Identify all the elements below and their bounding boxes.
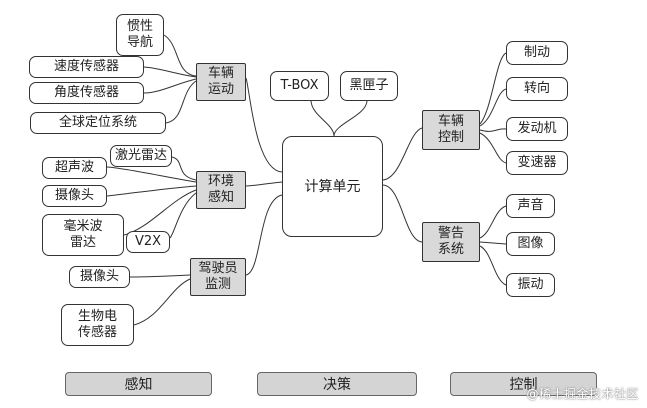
edge-center-driver	[245, 194, 283, 276]
alarm-system-node: 警告 系统	[422, 222, 480, 262]
edge-vc-steering	[479, 88, 507, 127]
vehicle-motion-node: 车辆 运动	[196, 63, 246, 101]
edge-env-v2x	[169, 192, 197, 239]
edge-center-vehicle-control	[382, 127, 423, 181]
edge-vm-gps	[165, 80, 197, 124]
lidar-node: 激光雷达	[110, 145, 172, 167]
edge-driver-camera	[129, 274, 191, 278]
edge-vc-brake	[479, 52, 507, 125]
computing-unit-node: 计算单元	[282, 136, 383, 237]
edge-center-blackbox	[333, 100, 368, 137]
edge-vm-inertial	[163, 34, 197, 77]
engine-node: 发动机	[506, 117, 568, 141]
edge-env-ultrasonic	[106, 166, 197, 183]
edge-vc-gearbox	[479, 132, 507, 164]
environment-camera-node: 摄像头	[42, 185, 107, 207]
bioelectric-sensor-node: 生物电 传感器	[61, 304, 134, 346]
vehicle-control-node: 车辆 控制	[422, 110, 480, 150]
driver-monitoring-node: 驾驶员 监测	[190, 258, 246, 296]
edge-vm-angle	[143, 78, 197, 94]
watermark: @稀土掘金技术社区	[526, 387, 639, 401]
blackbox-node: 黑匣子	[340, 71, 398, 101]
mmwave-radar-node: 毫米波 雷达	[42, 214, 124, 256]
environment-perception-node: 环境 感知	[196, 171, 246, 209]
gearbox-node: 变速器	[506, 151, 568, 175]
sound-node: 声音	[506, 194, 555, 218]
inertial-navigation-node: 惯性 导航	[116, 14, 164, 56]
angle-sensor-node: 角度传感器	[29, 82, 144, 104]
edge-vm-speed	[143, 66, 197, 78]
phase-decision: 决策	[257, 372, 417, 396]
image-node: 图像	[506, 232, 555, 256]
tbox-node: T-BOX	[270, 71, 329, 101]
ultrasonic-node: 超声波	[42, 157, 107, 179]
steering-node: 转向	[506, 77, 568, 101]
v2x-node: V2X	[126, 231, 170, 253]
edge-alarm-vibration	[479, 245, 507, 286]
edge-center-environment	[245, 181, 283, 187]
edge-driver-bio	[133, 278, 191, 326]
brake-node: 制动	[506, 41, 568, 65]
edge-vc-engine	[479, 128, 507, 132]
gps-node: 全球定位系统	[30, 112, 166, 134]
edge-center-vehicle-motion	[245, 77, 283, 173]
phase-control: 控制	[450, 372, 597, 396]
edge-alarm-sound	[479, 205, 507, 239]
edge-center-alarm	[382, 184, 423, 243]
edge-alarm-image	[479, 241, 507, 245]
vibration-node: 振动	[506, 273, 555, 297]
speed-sensor-node: 速度传感器	[29, 56, 144, 78]
edge-env-camera	[106, 185, 197, 197]
phase-perception: 感知	[65, 372, 212, 396]
edge-env-radar	[123, 189, 197, 236]
edge-env-lidar	[171, 156, 197, 181]
edge-center-tbox	[310, 100, 335, 137]
driver-camera-node: 摄像头	[69, 266, 130, 288]
